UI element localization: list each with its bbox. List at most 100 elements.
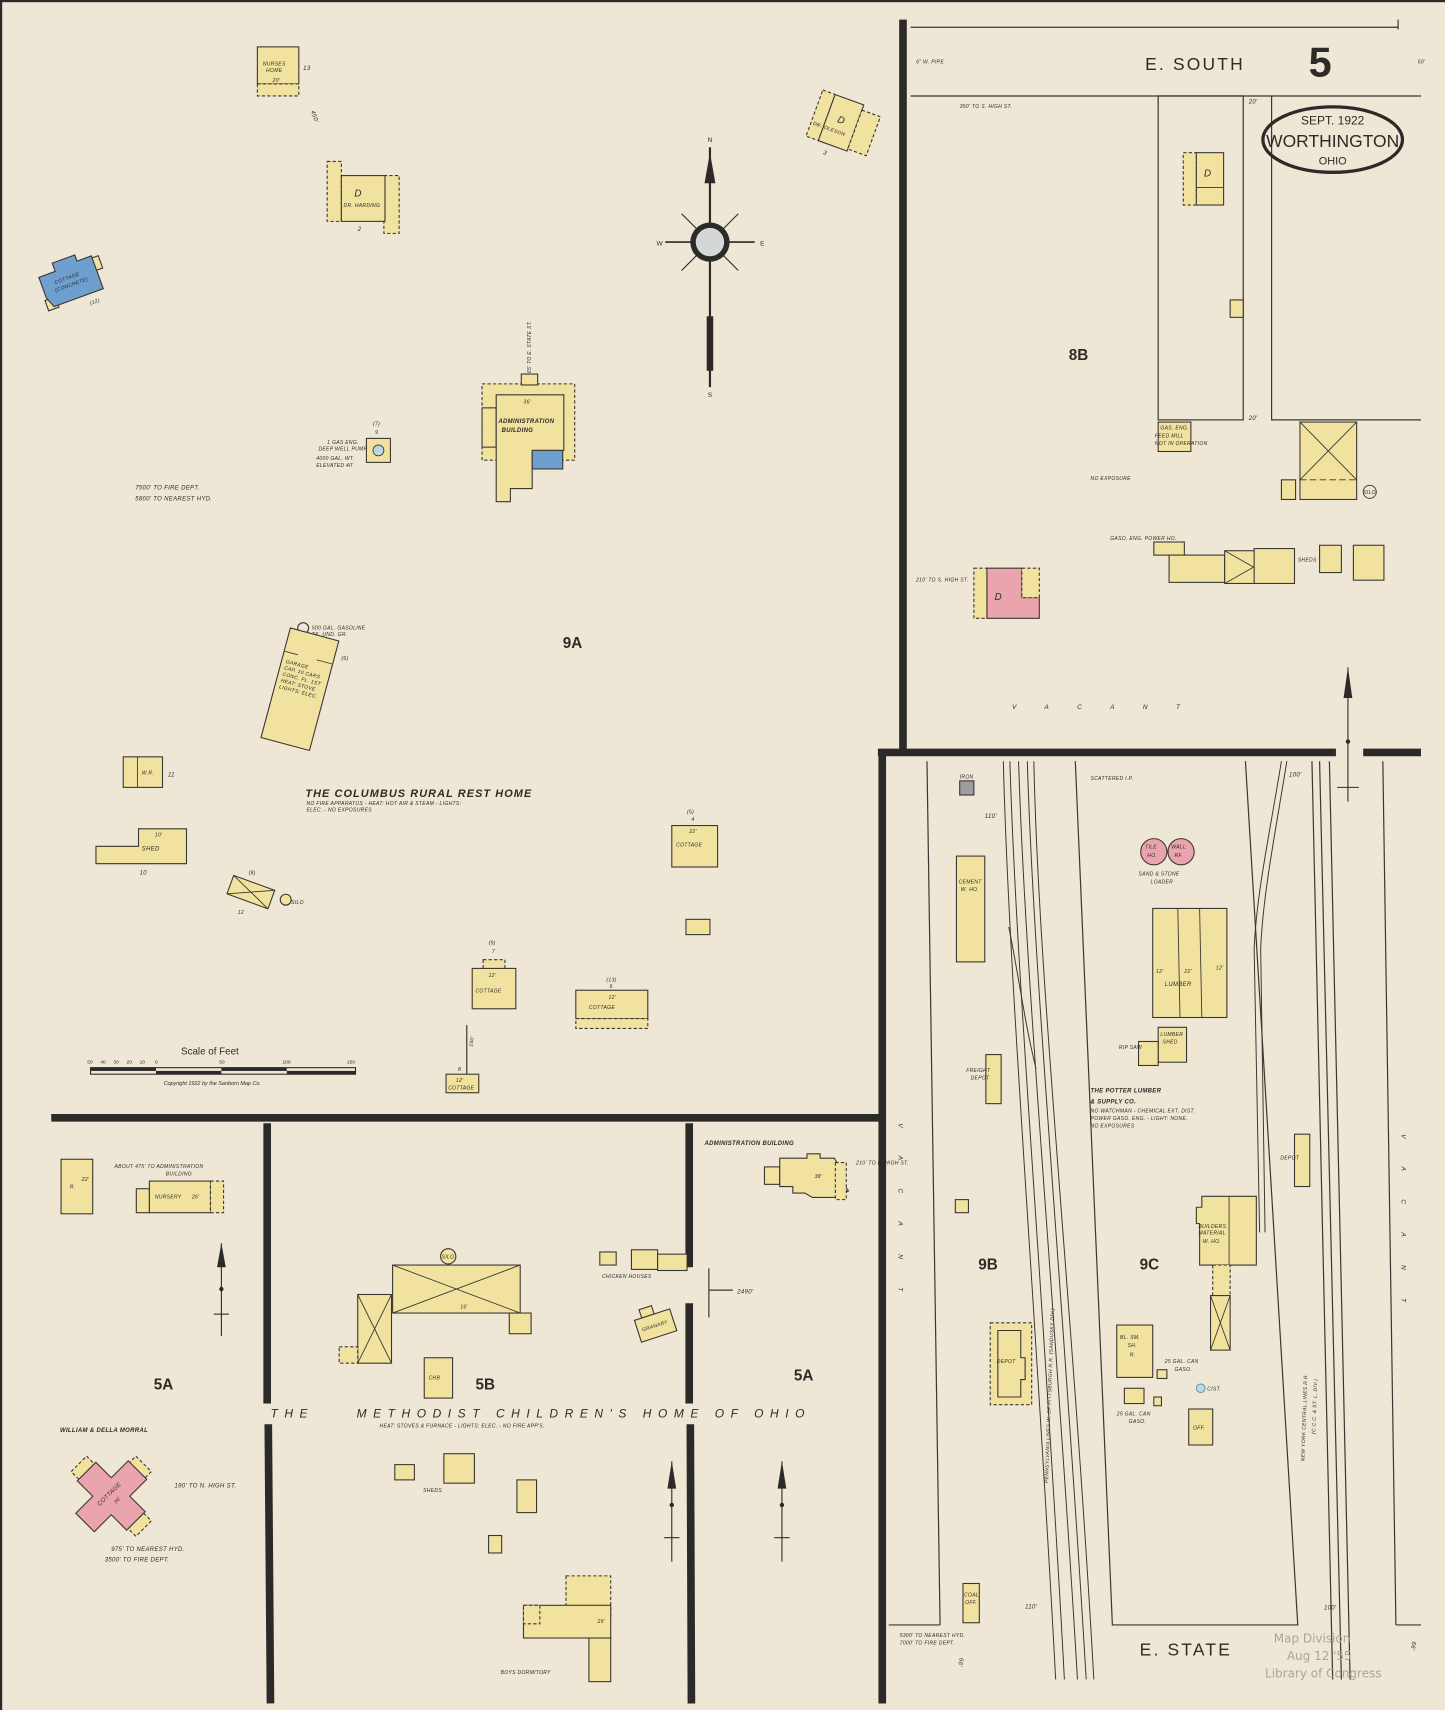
svg-text:THE: THE [270, 1407, 314, 1421]
width-110-bottom: 110' [1025, 1605, 1038, 1611]
building-barn-5b: SILO 16' [338, 1248, 532, 1364]
svg-text:GASO.: GASO. [1129, 1419, 1146, 1425]
svg-text:FEED MILL: FEED MILL [1155, 433, 1184, 439]
street-lines [888, 19, 1422, 1680]
note-to-state-st: 665' TO E. STATE ST. [527, 321, 533, 377]
svg-text:& SUPPLY CO.: & SUPPLY CO. [1091, 1100, 1137, 1106]
svg-text:6: 6 [610, 984, 613, 990]
svg-text:BOYS DORMITORY: BOYS DORMITORY [501, 1670, 551, 1676]
svg-text:SILO: SILO [1363, 490, 1376, 496]
svg-text:SHEDS: SHEDS [1298, 558, 1317, 564]
svg-text:(12): (12) [89, 298, 101, 307]
svg-text:R.: R. [70, 1185, 76, 1191]
svg-text:COTTAGE: COTTAGE [448, 1085, 474, 1091]
svg-text:BL. SM.: BL. SM. [1120, 1335, 1140, 1341]
svg-text:ADMINISTRATION: ADMINISTRATION [497, 419, 554, 425]
building-lumber-sheds: LUMBER 12' 22' 12' [1152, 907, 1228, 1019]
block-label-9b: 9B [978, 1256, 997, 1273]
svg-text:W.R.: W.R. [142, 770, 154, 776]
building-cottage-4: COTTAGE 22' (5) 4 [671, 810, 719, 868]
svg-text:IRON: IRON [960, 775, 974, 781]
building-chicken-houses: CHICKEN HOUSES [599, 1249, 688, 1280]
svg-text:COAL: COAL [964, 1593, 979, 1599]
svg-text:Map Division: Map Division [1274, 1631, 1351, 1645]
note-to-admin-2: BUILDING [166, 1172, 192, 1178]
railroad-tracks [1002, 761, 1288, 1680]
building-cottage-6: COTTAGE 12' (13) 6 [575, 978, 649, 1029]
svg-text:THE POTTER LUMBER: THE POTTER LUMBER [1091, 1089, 1162, 1095]
building-freight-depot: FREIGHT DEPOT [966, 1054, 1002, 1105]
svg-text:NO WATCHMAN - CHEMICAL EXT. DI: NO WATCHMAN - CHEMICAL EXT. DIST. [1091, 1108, 1196, 1114]
svg-text:38': 38' [815, 1174, 823, 1180]
block-label-5a-right: 5A [794, 1368, 814, 1385]
top-edge [0, 0, 1445, 3]
building-cottage-7: COTTAGE 12' (9) 7 [471, 940, 517, 1010]
north-arrow-icon [213, 1243, 230, 1336]
svg-text:DR. HARDING: DR. HARDING [344, 203, 381, 209]
vacant-east: VACANT [1399, 1134, 1406, 1330]
note-to-nursery: ABOUT 475' TO NURSERY [879, 1261, 885, 1331]
svg-text:30: 30 [113, 1059, 119, 1065]
svg-text:12': 12' [456, 1078, 464, 1084]
building-builders-materials: BUILDERS MATERIAL W. HO. [1195, 1195, 1257, 1351]
note-to-admin: ABOUT 475' TO ADMINISTRATION [114, 1164, 204, 1170]
width-66-left: 66' [956, 1657, 964, 1667]
svg-text:10': 10' [155, 832, 163, 838]
building-pink-dwelling: D [973, 567, 1040, 619]
cartouche-state: OHIO [1319, 156, 1347, 168]
building-concrete-cottage: COTTAGE (CONCRETE) (12) [38, 254, 104, 312]
svg-text:36': 36' [523, 400, 531, 406]
svg-text:26': 26' [191, 1195, 200, 1201]
width-66-right: 66' [1409, 1641, 1417, 1651]
svg-text:SH.: SH. [1128, 1343, 1137, 1349]
library-stamp: Map Division Aug 12 '55 Library of Congr… [1265, 1631, 1382, 1680]
svg-text:R.: R. [1130, 1353, 1136, 1359]
block-label-8b: 8B [1069, 347, 1089, 364]
svg-text:2: 2 [357, 227, 362, 233]
svg-text:OFF.: OFF. [965, 1600, 977, 1606]
svg-text:METHODIST CHILDREN'S HOME OF O: METHODIST CHILDREN'S HOME OF OHIO [357, 1407, 811, 1421]
svg-text:12': 12' [1216, 966, 1224, 972]
svg-text:12': 12' [1156, 969, 1164, 975]
svg-text:4: 4 [691, 817, 694, 823]
width-note: 50' [1418, 59, 1426, 65]
building-dr-oleson: D DR. OLESON 3 [805, 89, 882, 157]
svg-text:25 GAL. CAN: 25 GAL. CAN [1164, 1359, 1199, 1365]
dimension-2490: 2490' [708, 1268, 754, 1318]
svg-text:DEEP WELL PUMP: DEEP WELL PUMP [318, 446, 367, 452]
svg-text:LUMBER: LUMBER [1160, 1032, 1183, 1038]
railroad-nyc: NEW YORK CENTRAL LINES R.R. [1300, 1373, 1309, 1461]
street-name-south: E. STATE [1140, 1639, 1232, 1659]
svg-text:HO.: HO. [1147, 853, 1157, 859]
svg-text:13: 13 [303, 66, 311, 72]
svg-text:(6): (6) [341, 656, 348, 662]
svg-text:MATERIAL: MATERIAL [1199, 1231, 1226, 1237]
svg-text:NO FIRE APPARATUS - HEAT: HOT: NO FIRE APPARATUS - HEAT: HOT AIR & STEA… [306, 801, 461, 807]
note-to-s-high: 210' TO S. HIGH ST. [915, 577, 968, 583]
building-nurses-home: NURSES HOME 20' 13 [256, 46, 311, 97]
sheet-number: 5 [1309, 38, 1332, 85]
svg-text:ELEVATED 40': ELEVATED 40' [316, 463, 354, 469]
width-20-top: 20' [1248, 100, 1258, 106]
note-to-s-high-top: 350' TO S. HIGH ST. [960, 104, 1012, 110]
svg-text:D: D [836, 114, 846, 127]
svg-text:COTTAGE: COTTAGE [589, 1005, 615, 1011]
svg-text:THE COLUMBUS RURAL REST HOME: THE COLUMBUS RURAL REST HOME [305, 788, 532, 800]
building-nursery: NURSERY 26' [135, 1180, 225, 1214]
svg-text:SAND & STONE: SAND & STONE [1139, 872, 1180, 878]
building-pump-house: (7) 9 1 GAS ENG. DEEP WELL PUMP 4000 GAL… [316, 421, 391, 469]
building-iron-shed: IRON [959, 775, 975, 796]
svg-text:LOADER: LOADER [1151, 879, 1174, 885]
svg-text:9: 9 [375, 430, 378, 436]
svg-text:NURSERY: NURSERY [155, 1195, 182, 1201]
svg-text:D: D [995, 592, 1002, 603]
note-scattered: SCATTERED I.P. [1091, 776, 1134, 782]
block-label-5a-left: 5A [154, 1376, 174, 1393]
svg-text:150: 150 [347, 1059, 355, 1065]
building-coal-office: COAL OFF. [962, 1582, 980, 1624]
svg-text:DEPOT: DEPOT [997, 1359, 1016, 1365]
gas-can-1: 25 GAL. CAN GASO. [1156, 1359, 1199, 1380]
svg-text:LUMBER: LUMBER [1165, 982, 1192, 988]
svg-text:COTTAGE: COTTAGE [676, 842, 702, 848]
